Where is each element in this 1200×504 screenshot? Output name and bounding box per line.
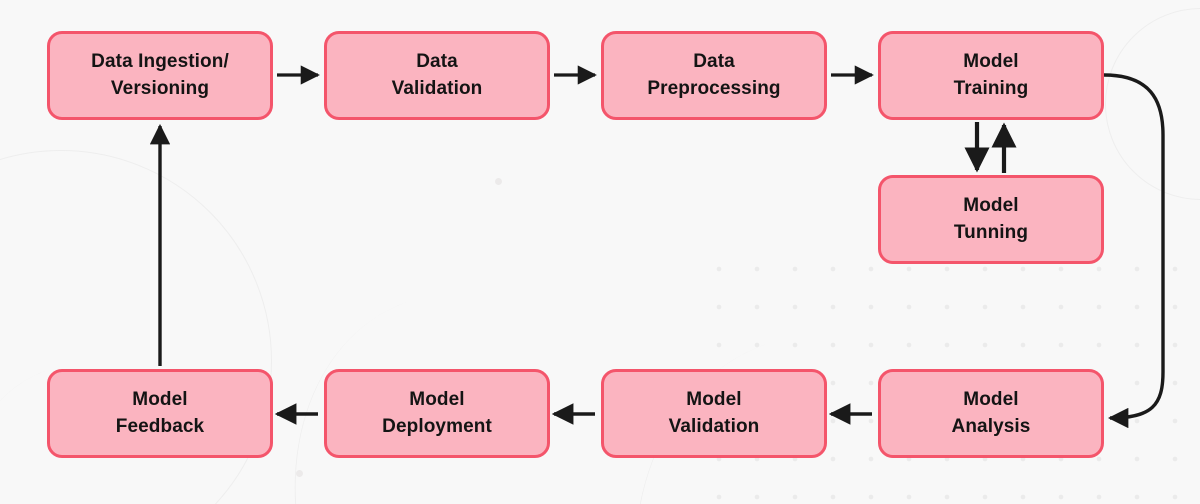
node-label: Model Analysis — [951, 388, 1031, 437]
edge-training-to-analysis — [1103, 73, 1165, 429]
node-model-training[interactable]: Model Training — [878, 31, 1104, 120]
node-data-preprocessing[interactable]: Data Preprocessing — [601, 31, 827, 120]
node-data-validation[interactable]: Data Validation — [324, 31, 550, 120]
node-label: Data Validation — [391, 50, 483, 99]
node-model-deployment[interactable]: Model Deployment — [324, 369, 550, 458]
node-label: Data Preprocessing — [647, 50, 781, 99]
decorative-speck-1 — [495, 178, 502, 185]
decorative-circle-right — [1105, 8, 1200, 200]
node-label: Data Ingestion/ Versioning — [91, 50, 229, 99]
node-label: Model Tunning — [953, 194, 1029, 243]
node-model-tunning[interactable]: Model Tunning — [878, 175, 1104, 264]
node-data-ingestion-versioning[interactable]: Data Ingestion/ Versioning — [47, 31, 273, 120]
node-model-analysis[interactable]: Model Analysis — [878, 369, 1104, 458]
node-model-validation[interactable]: Model Validation — [601, 369, 827, 458]
decorative-speck-2 — [296, 470, 303, 477]
node-label: Model Validation — [668, 388, 760, 437]
node-label: Model Deployment — [382, 388, 492, 437]
node-label: Model Feedback — [115, 388, 205, 437]
node-label: Model Training — [953, 50, 1029, 99]
node-model-feedback[interactable]: Model Feedback — [47, 369, 273, 458]
